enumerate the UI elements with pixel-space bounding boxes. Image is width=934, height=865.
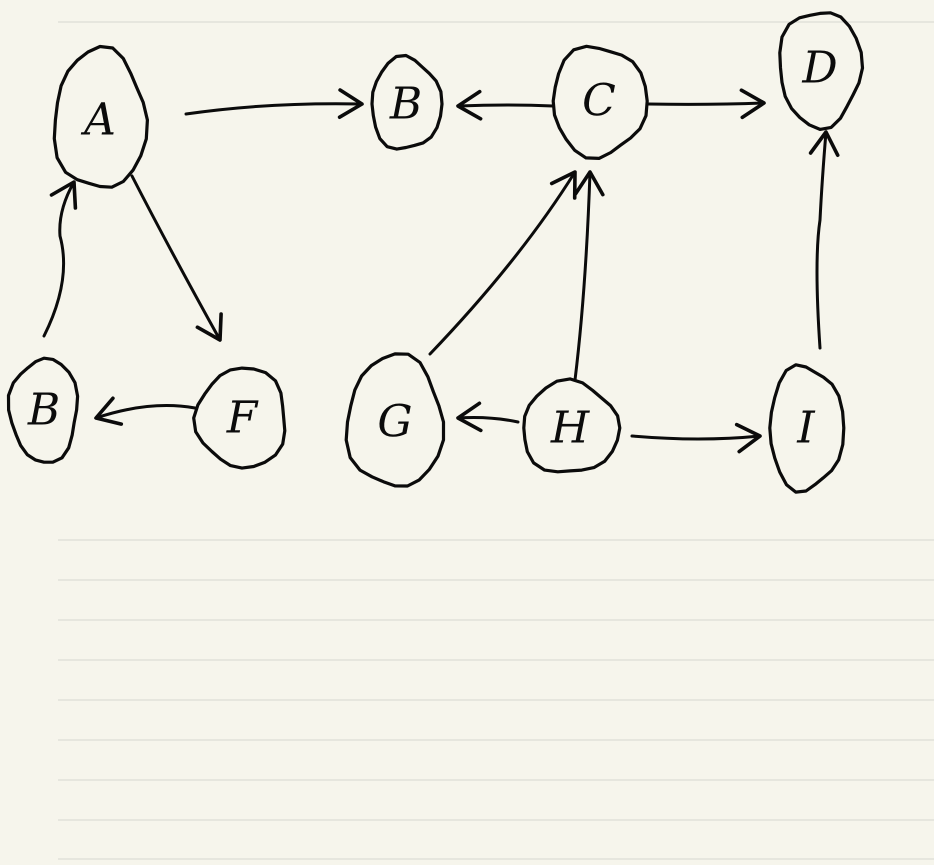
node-d: D <box>778 11 865 131</box>
node-label: B <box>389 79 422 130</box>
edge-a-to-f <box>130 174 222 342</box>
edge-c-to-d <box>646 101 766 106</box>
arrowhead-b2-to-a <box>49 180 78 210</box>
node-label: A <box>80 95 116 146</box>
edge-a-to-b1 <box>184 102 364 116</box>
node-circle <box>344 352 446 488</box>
node-g: G <box>344 352 446 488</box>
node-i: I <box>768 363 846 494</box>
node-circle <box>6 356 80 464</box>
edge-h-to-c <box>573 170 592 382</box>
edge-h-to-g <box>456 416 520 424</box>
node-label: G <box>377 397 412 448</box>
edge-i-to-d <box>815 130 828 350</box>
node-label: F <box>226 393 259 444</box>
node-circle <box>768 363 846 494</box>
edge-f-to-b2 <box>94 404 197 420</box>
arrowhead-h-to-g <box>456 401 483 433</box>
arrowhead-h-to-i <box>734 422 762 454</box>
edge-h-to-i <box>630 434 762 441</box>
arrowhead-g-to-c <box>549 170 577 200</box>
node-f: F <box>192 366 287 470</box>
arrowhead-c-to-d <box>739 88 766 120</box>
edge-b2-to-a <box>42 180 76 338</box>
node-circle <box>551 44 649 160</box>
notebook-rules <box>58 21 934 860</box>
arrowhead-a-to-b1 <box>337 88 364 119</box>
node-c: C <box>551 44 649 160</box>
edge-c-to-b1 <box>456 103 555 108</box>
node-label: B <box>27 385 60 436</box>
node-circle <box>522 377 622 474</box>
graph-edges <box>42 88 840 454</box>
node-label: C <box>582 76 616 127</box>
node-circle <box>192 366 287 470</box>
node-b1: B <box>370 53 444 151</box>
node-b2: B <box>6 356 80 464</box>
node-circle <box>52 44 149 189</box>
node-a: A <box>52 44 149 189</box>
arrowhead-i-to-d <box>808 130 840 157</box>
node-circle <box>370 53 444 151</box>
arrowhead-f-to-b2 <box>94 396 124 426</box>
arrowhead-c-to-b1 <box>456 89 483 121</box>
arrowhead-a-to-f <box>195 312 223 342</box>
node-label: D <box>801 43 837 94</box>
graph-nodes: A B C D B F G H I <box>6 11 865 494</box>
node-label: I <box>796 403 816 454</box>
arrowhead-h-to-c <box>573 170 605 197</box>
node-h: H <box>522 377 622 474</box>
edge-g-to-c <box>428 170 577 356</box>
node-label: H <box>550 403 591 454</box>
node-circle <box>778 11 865 131</box>
